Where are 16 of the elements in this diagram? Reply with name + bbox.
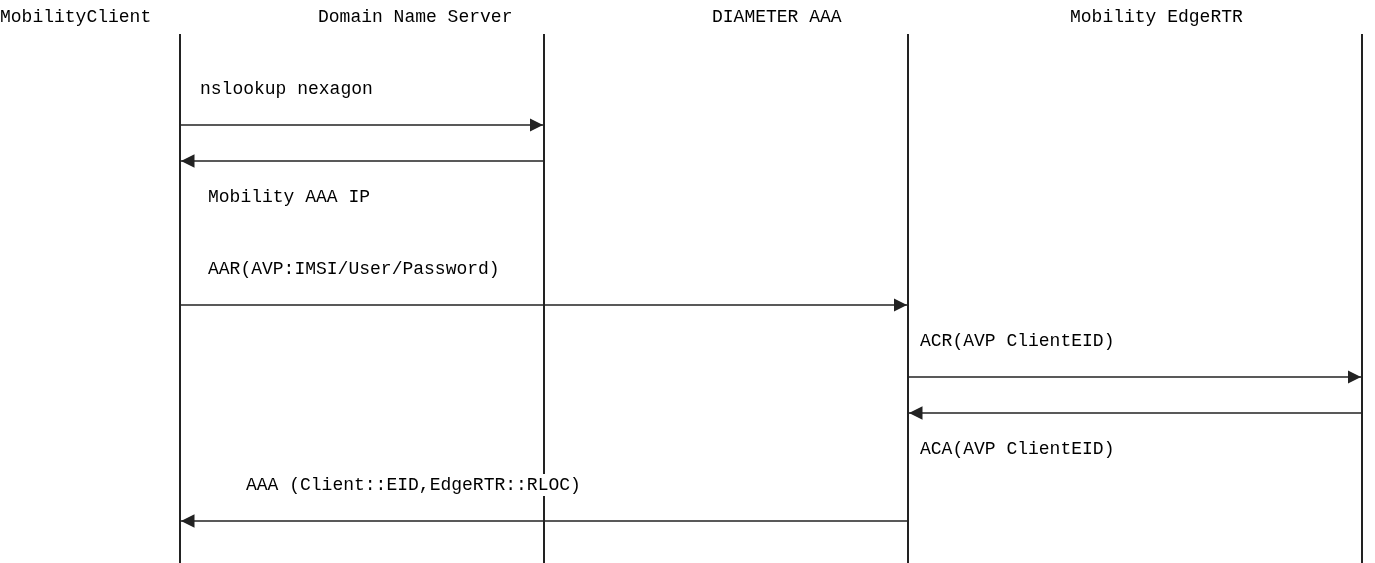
- message-arrow: [180, 154, 544, 168]
- message-arrow: [180, 298, 908, 312]
- participant-label: MobilityClient: [0, 6, 152, 28]
- edge-label: nslookup nexagon: [198, 78, 375, 100]
- edge-label: Mobility AAA IP: [206, 186, 373, 208]
- participant-label: Mobility EdgeRTR: [1070, 6, 1243, 28]
- message-arrow: [908, 370, 1362, 384]
- message-arrow: [908, 406, 1362, 420]
- lifeline: [1361, 34, 1363, 563]
- participant-label: Domain Name Server: [318, 6, 513, 28]
- lifeline: [543, 34, 545, 563]
- message-arrow: [180, 514, 908, 528]
- message-arrow: [180, 118, 544, 132]
- lifeline: [907, 34, 909, 563]
- participant-label: DIAMETER AAA: [712, 6, 842, 28]
- lifeline: [179, 34, 181, 563]
